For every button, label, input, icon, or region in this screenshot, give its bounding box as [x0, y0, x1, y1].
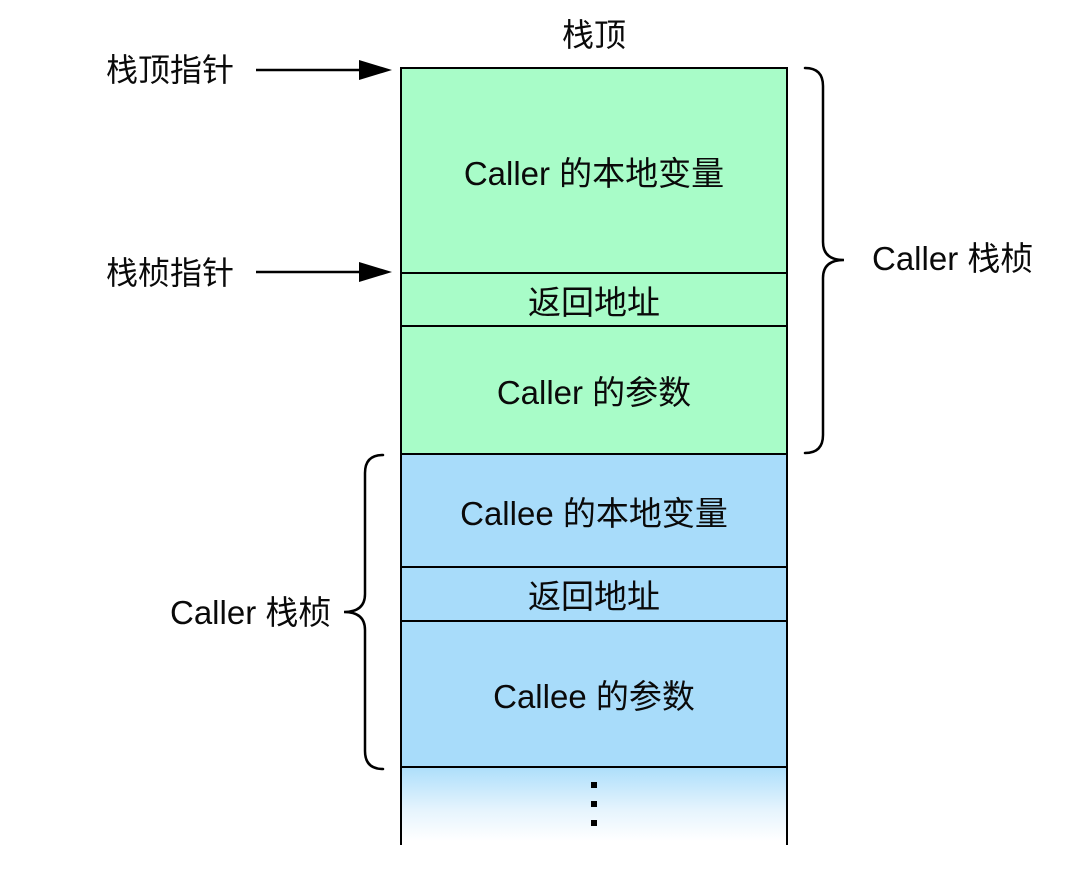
section-caller-return-address: 返回地址: [400, 272, 788, 325]
callee-frame-label: Caller 栈桢: [170, 594, 332, 631]
frame-pointer-arrow-icon: [256, 262, 392, 282]
stack-top-pointer-label: 栈顶指针: [106, 52, 235, 88]
stack-box: Caller 的本地变量 返回地址 Caller 的参数 Callee 的本地变…: [400, 67, 788, 845]
frame-pointer-label: 栈桢指针: [106, 255, 235, 291]
section-callee-params-label: Callee 的参数: [493, 678, 695, 715]
stack-top-title: 栈顶: [561, 17, 626, 53]
vertical-ellipsis-dot: [591, 782, 597, 788]
section-caller-params: Caller 的参数: [400, 325, 788, 453]
section-callee-locals-label: Callee 的本地变量: [460, 494, 728, 532]
section-callee-return-address-label: 返回地址: [528, 578, 660, 615]
section-callee-params: Callee 的参数: [400, 620, 788, 768]
callee-frame-brace: [343, 453, 385, 771]
vertical-ellipsis-dot: [591, 801, 597, 807]
section-caller-params-label: Caller 的参数: [496, 374, 692, 411]
caller-frame-label: Caller 栈桢: [872, 240, 1034, 277]
section-caller-locals-label: Caller 的本地变量: [463, 154, 725, 192]
section-callee-return-address: 返回地址: [400, 566, 788, 620]
stack-continuation-fade: [400, 768, 788, 845]
caller-frame-brace: [803, 66, 845, 455]
vertical-ellipsis-dot: [591, 820, 597, 826]
section-callee-locals: Callee 的本地变量: [400, 453, 788, 566]
section-caller-return-address-label: 返回地址: [528, 283, 660, 321]
section-caller-locals: Caller 的本地变量: [400, 67, 788, 272]
stack-top-pointer-arrow-icon: [256, 60, 392, 80]
